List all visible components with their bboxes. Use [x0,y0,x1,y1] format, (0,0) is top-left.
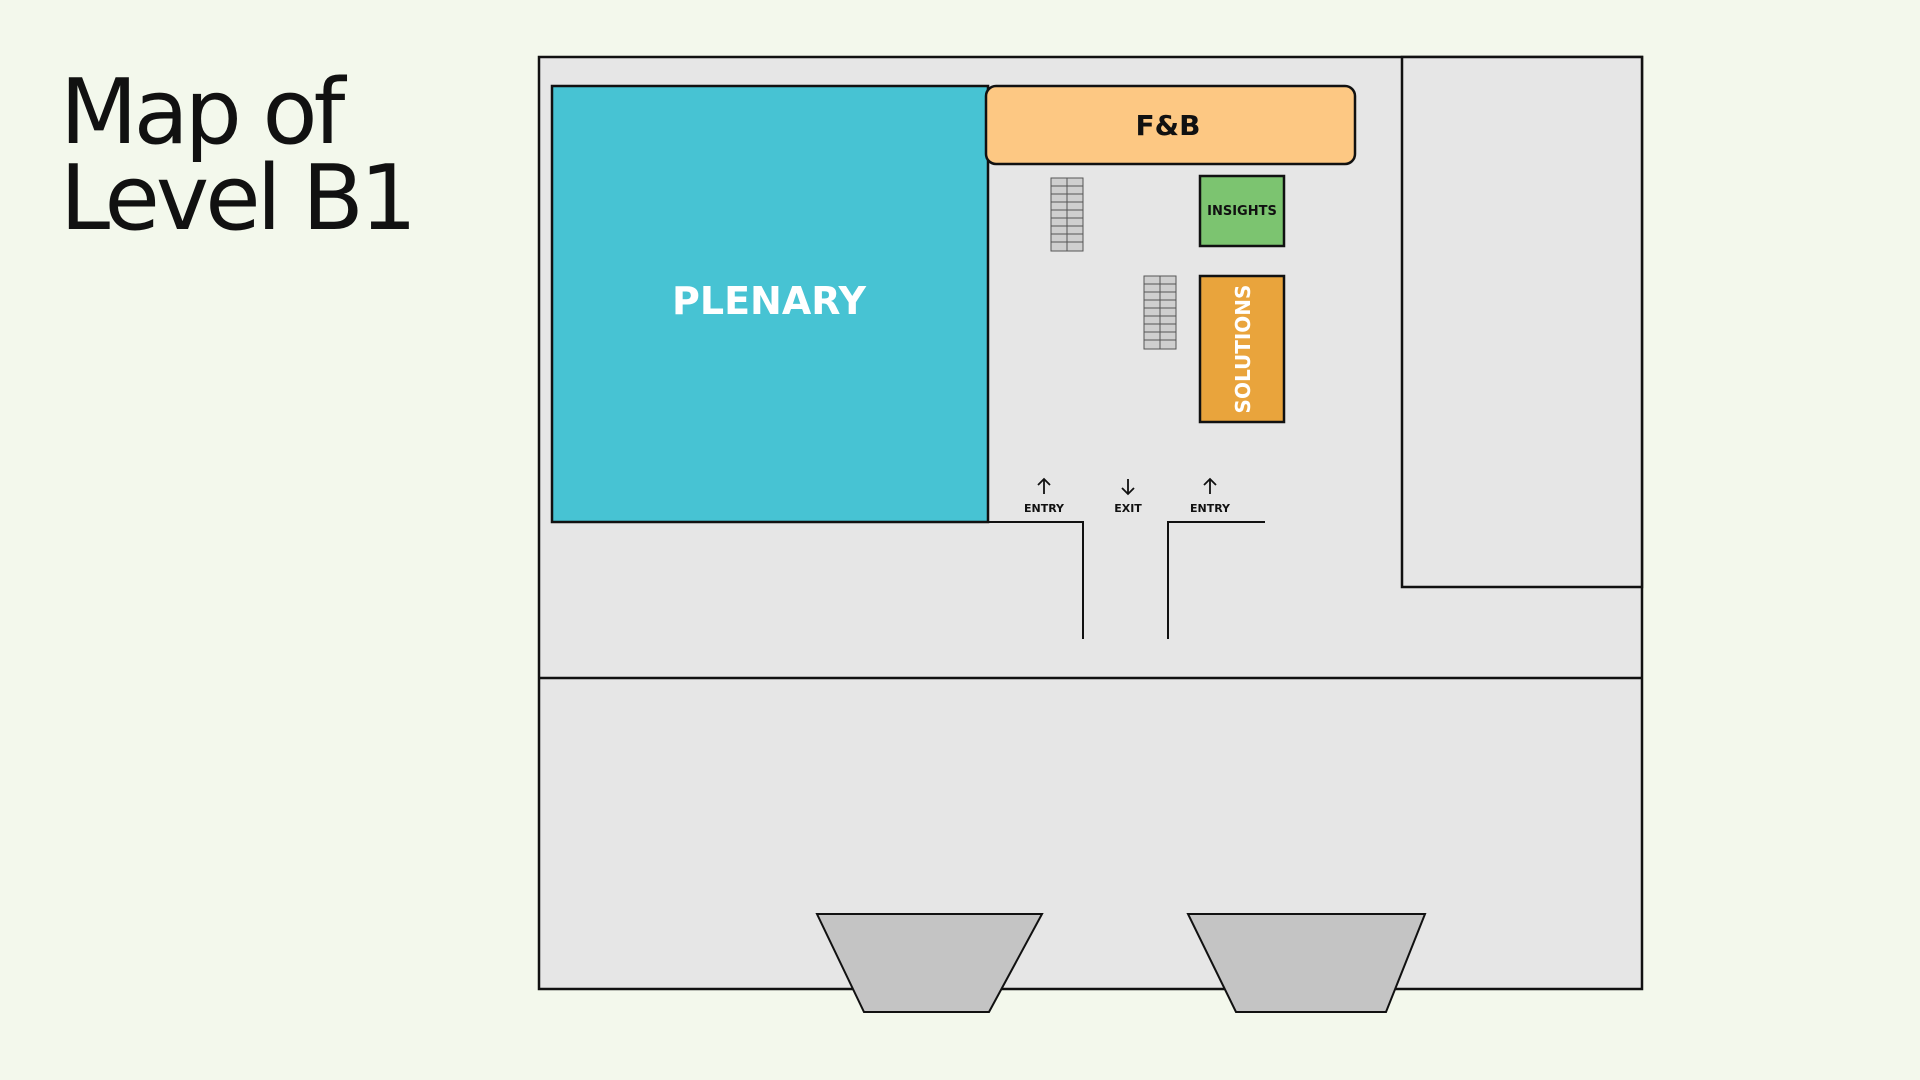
room-fnb[interactable]: F&B [984,84,1357,166]
door-exit[interactable]: EXIT [1114,479,1142,515]
room-solutions[interactable]: SOLUTIONS [1198,274,1286,424]
escalator-left[interactable] [815,913,1044,1013]
door-label: EXIT [1114,502,1142,515]
arrow-up-icon [1037,477,1051,494]
door-label: ENTRY [1190,502,1231,515]
solutions-label: SOLUTIONS [1231,285,1255,414]
staircase-icon [1143,275,1177,350]
fnb-label: F&B [1136,109,1201,142]
insights-label: INSIGHTS [1207,204,1277,219]
arrow-down-icon [1121,479,1135,496]
room-plenary[interactable]: PLENARY [550,84,990,524]
arrow-up-icon [1203,477,1217,494]
insights-room-shape[interactable] [1198,174,1286,248]
fnb-room-shape[interactable] [984,84,1357,166]
room-insights[interactable]: INSIGHTS [1198,174,1286,248]
plenary-room-shape[interactable] [550,84,990,524]
right-wing-area[interactable] [1400,55,1644,589]
escalator-right[interactable] [1186,913,1427,1013]
title-line-1: Map of [60,60,345,165]
door-entry-left[interactable]: ENTRY [1024,477,1065,515]
plenary-label: PLENARY [672,279,866,323]
corridor-walls [988,521,1265,639]
title-line-2: Level B1 [60,146,417,251]
page-title: Map of Level B1 [60,60,500,251]
door-label: ENTRY [1024,502,1065,515]
staircase-icon [1050,177,1084,252]
solutions-room-shape[interactable] [1198,274,1286,424]
door-entry-right[interactable]: ENTRY [1190,477,1231,515]
